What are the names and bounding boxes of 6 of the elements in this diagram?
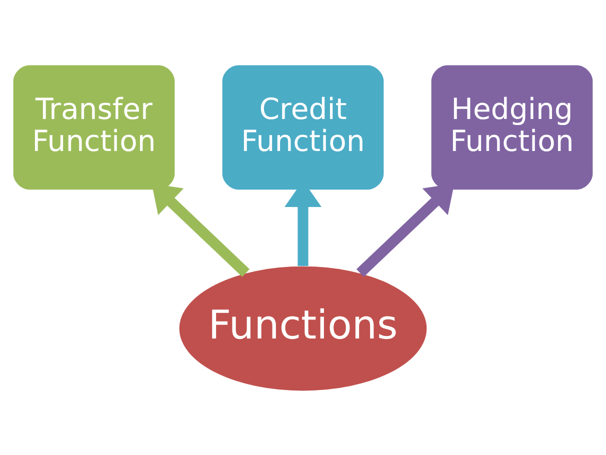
node-box: Hedging Function — [431, 64, 593, 190]
node-ellipse: Functions — [179, 266, 427, 390]
arrow — [152, 183, 250, 276]
node-box: Credit Function — [222, 64, 384, 190]
node-box: Transfer Function — [13, 64, 175, 190]
arrow — [356, 183, 454, 276]
